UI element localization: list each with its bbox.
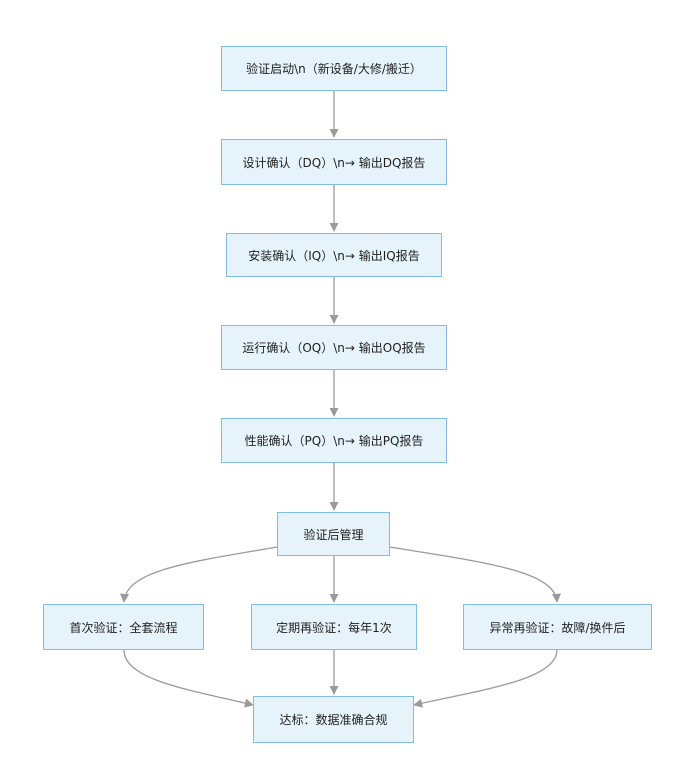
node-oq: 运行确认（OQ）\n→ 输出OQ报告	[221, 325, 447, 370]
node-dq: 设计确认（DQ）\n→ 输出DQ报告	[221, 139, 447, 185]
node-post: 验证后管理	[277, 512, 390, 556]
node-periodic: 定期再验证：每年1次	[251, 604, 417, 650]
node-result: 达标：数据准确合规	[253, 696, 414, 743]
node-iq: 安装确认（IQ）\n→ 输出IQ报告	[226, 233, 442, 277]
edge-first-result	[123, 649, 254, 708]
node-abnormal: 异常再验证：故障/换件后	[463, 604, 652, 650]
edge-post-abnormal	[389, 546, 562, 603]
node-pq: 性能确认（PQ）\n→ 输出PQ报告	[221, 418, 447, 463]
edge-abnormal-result	[413, 649, 558, 708]
node-first: 首次验证：全套流程	[43, 604, 204, 650]
node-start: 验证启动\n（新设备/大修/搬迁）	[221, 46, 447, 91]
edge-post-first	[119, 546, 278, 603]
